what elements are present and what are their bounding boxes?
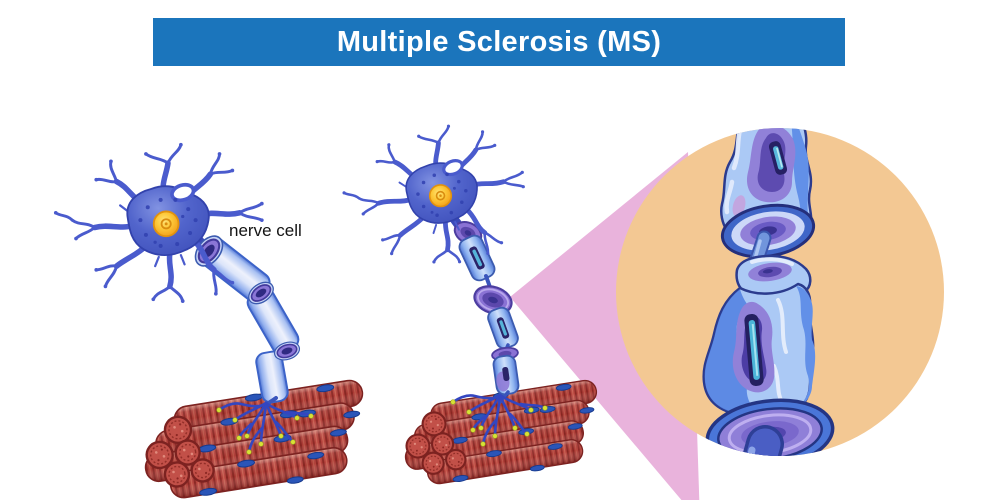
inset-axon-stub xyxy=(729,425,784,456)
healthy-neuron xyxy=(54,143,376,500)
healthy-axon-myelin xyxy=(188,229,303,406)
damaged-neuron xyxy=(338,120,609,492)
damaged-myelin-segment xyxy=(487,306,519,350)
inset-node-cuff-upper xyxy=(720,203,816,259)
inset-lesion-slit-upper xyxy=(768,141,788,175)
nerve-cell-label: nerve cell xyxy=(229,221,302,240)
neuron-soma-middle xyxy=(338,120,530,272)
damaged-myelin-segment xyxy=(492,354,520,396)
page-title: Multiple Sclerosis (MS) xyxy=(336,25,662,58)
inset-lesion-slit-lower xyxy=(744,314,764,386)
inset-myelin-lower xyxy=(702,254,816,418)
damaged-myelin-segment xyxy=(458,234,496,282)
inset-magnified-myelin xyxy=(702,128,835,456)
title-banner: Multiple Sclerosis (MS) xyxy=(153,18,845,66)
damaged-axon-chain xyxy=(447,211,520,404)
muscle-fiber-bundle-left xyxy=(135,376,376,500)
